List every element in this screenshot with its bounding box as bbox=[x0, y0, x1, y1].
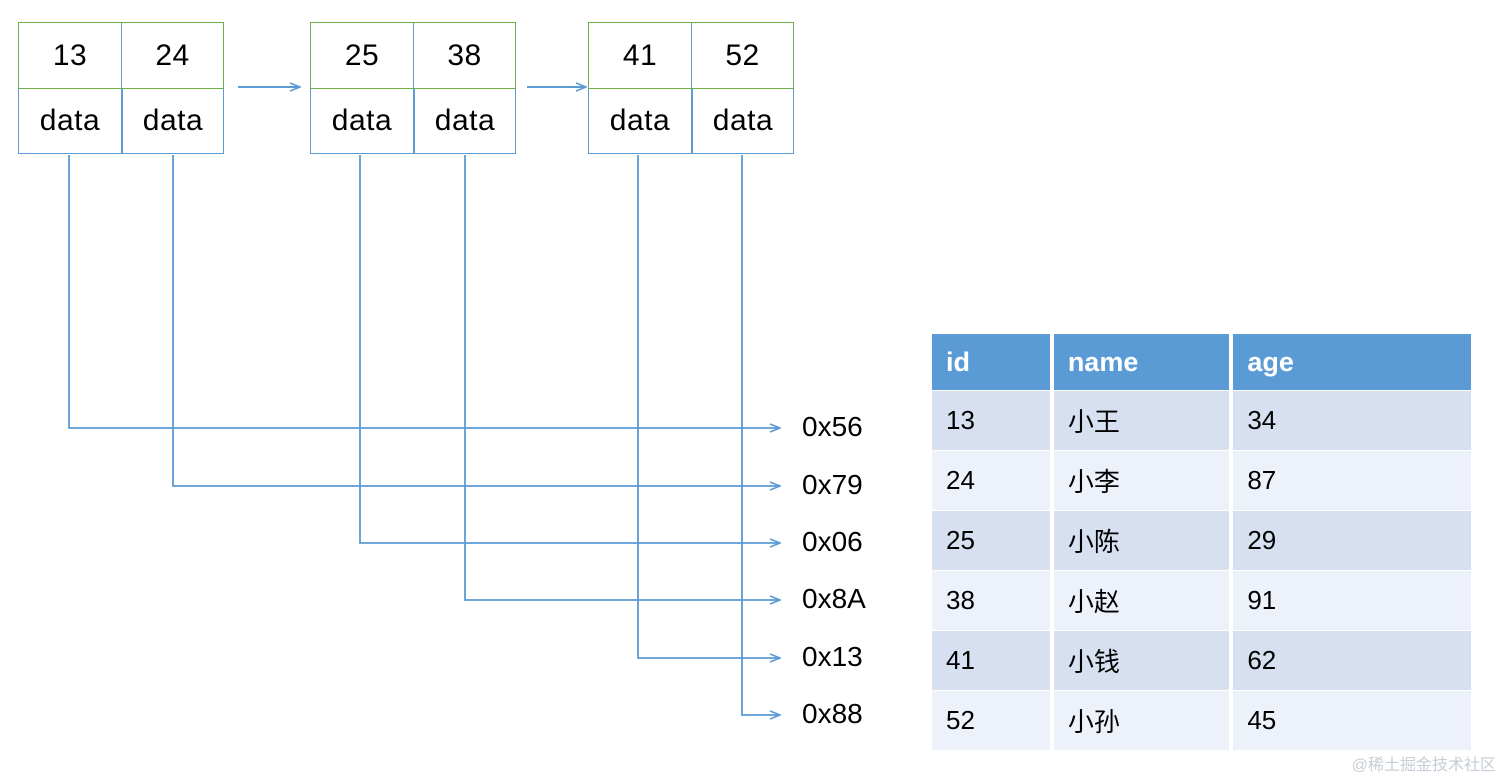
pointer-wire-0x56 bbox=[68, 155, 780, 428]
node-2-data-row: data data bbox=[310, 88, 516, 154]
cell-name: 小赵 bbox=[1053, 571, 1230, 630]
node-3-key-cell-2: 52 bbox=[691, 23, 793, 88]
table-row[interactable]: 24 小李 87 bbox=[932, 451, 1471, 510]
cell-age: 45 bbox=[1233, 691, 1471, 750]
table-row[interactable]: 38 小赵 91 bbox=[932, 571, 1471, 630]
cell-id: 25 bbox=[932, 511, 1050, 570]
column-header-id[interactable]: id bbox=[932, 334, 1050, 390]
node-1-data-cell-2: data bbox=[121, 89, 223, 153]
address-label-2: 0x79 bbox=[802, 469, 863, 500]
pointer-wire-0x13 bbox=[637, 155, 780, 658]
list-node-1: 13 24 data data bbox=[18, 22, 224, 155]
node-1-data-row: data data bbox=[18, 88, 224, 154]
node-3-data-cell-1: data bbox=[609, 104, 671, 137]
cell-age: 87 bbox=[1233, 451, 1471, 510]
address-label-5: 0x13 bbox=[802, 641, 863, 672]
cell-id: 41 bbox=[932, 631, 1050, 690]
node-2-key-row: 25 38 bbox=[310, 22, 516, 88]
address-label-6: 0x88 bbox=[802, 698, 863, 729]
cell-name: 小孙 bbox=[1053, 691, 1230, 750]
watermark: @稀土掘金技术社区 bbox=[1351, 757, 1496, 774]
cell-age: 62 bbox=[1233, 631, 1471, 690]
node-3-data-cell-2: data bbox=[691, 89, 793, 153]
address-label-1: 0x56 bbox=[802, 411, 863, 442]
node-3-key-row: 41 52 bbox=[588, 22, 794, 88]
pointer-wire-0x06 bbox=[359, 155, 780, 543]
node-2-data-cell-1: data bbox=[331, 104, 393, 137]
node-3-data-row: data data bbox=[588, 88, 794, 154]
column-header-age[interactable]: age bbox=[1233, 334, 1471, 390]
node-1-key-cell-2: 24 bbox=[121, 23, 223, 88]
cell-name: 小李 bbox=[1053, 451, 1230, 510]
node-1-data-cell-1: data bbox=[39, 104, 101, 137]
table-row[interactable]: 41 小钱 62 bbox=[932, 631, 1471, 690]
table-row[interactable]: 13 小王 34 bbox=[932, 391, 1471, 450]
cell-age: 34 bbox=[1233, 391, 1471, 450]
cell-id: 38 bbox=[932, 571, 1050, 630]
cell-age: 29 bbox=[1233, 511, 1471, 570]
node-1-key-cell-1: 13 bbox=[52, 38, 88, 72]
table-row[interactable]: 25 小陈 29 bbox=[932, 511, 1471, 570]
address-label-3: 0x06 bbox=[802, 526, 863, 557]
cell-name: 小陈 bbox=[1053, 511, 1230, 570]
column-header-name[interactable]: name bbox=[1053, 334, 1230, 390]
pointer-wire-0x79 bbox=[172, 155, 780, 486]
cell-name: 小钱 bbox=[1053, 631, 1230, 690]
table-row[interactable]: 52 小孙 45 bbox=[932, 691, 1471, 750]
cell-id: 24 bbox=[932, 451, 1050, 510]
pointer-wire-0x8A bbox=[464, 155, 780, 600]
node-3-key-cell-1: 41 bbox=[622, 38, 658, 72]
list-node-2: 25 38 data data bbox=[310, 22, 516, 155]
node-1-key-row: 13 24 bbox=[18, 22, 224, 88]
cell-id: 52 bbox=[932, 691, 1050, 750]
pointer-wire-0x88 bbox=[741, 155, 780, 715]
address-label-4: 0x8A bbox=[802, 583, 866, 614]
node-2-key-cell-2: 38 bbox=[413, 23, 515, 88]
cell-name: 小王 bbox=[1053, 391, 1230, 450]
node-2-key-cell-1: 25 bbox=[344, 38, 380, 72]
list-node-3: 41 52 data data bbox=[588, 22, 794, 155]
cell-age: 91 bbox=[1233, 571, 1471, 630]
table-header-row: id name age bbox=[932, 334, 1471, 390]
records-table: id name age 13 小王 34 24 小李 87 25 小陈 29 3… bbox=[928, 333, 1475, 751]
node-2-data-cell-2: data bbox=[413, 89, 515, 153]
cell-id: 13 bbox=[932, 391, 1050, 450]
